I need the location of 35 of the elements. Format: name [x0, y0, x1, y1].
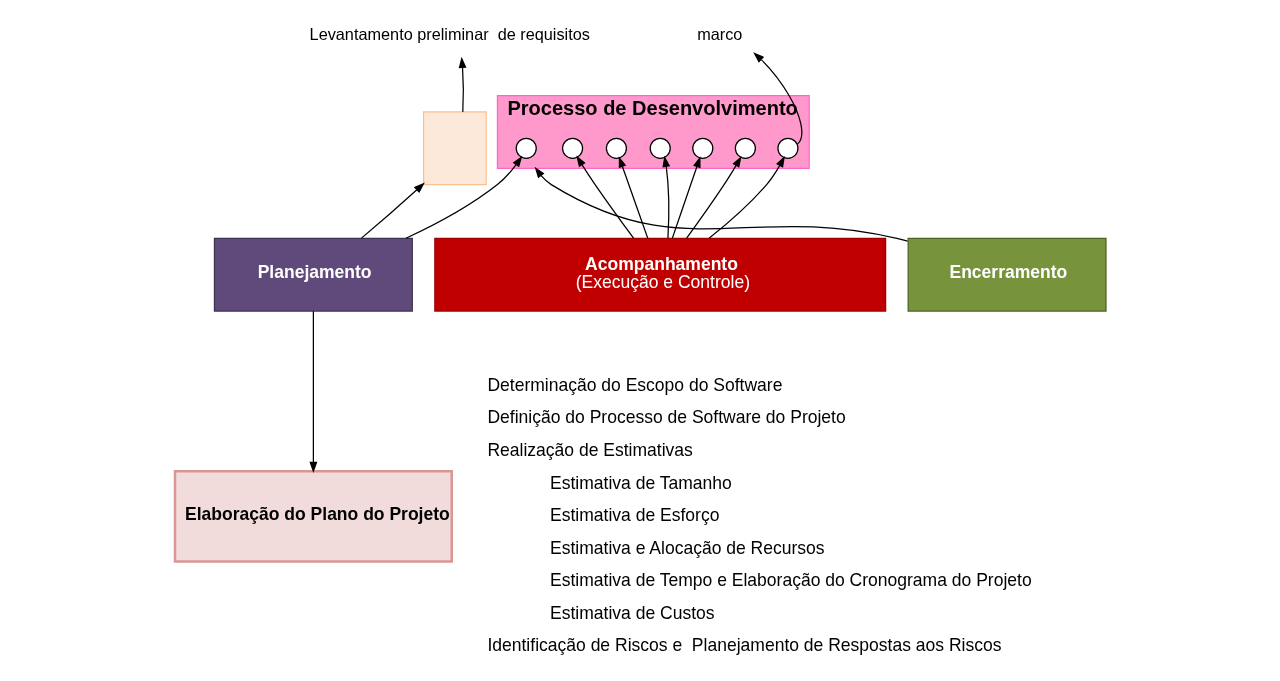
node-circle [776, 137, 799, 159]
node-text: marco [696, 24, 742, 43]
arrow [685, 156, 742, 239]
node-box: Encerramento [907, 237, 1107, 312]
label: Estimativa e Alocação de Recursos [549, 537, 825, 558]
node-circle [561, 137, 583, 159]
node-box [422, 111, 487, 186]
label: Determinação do Escopo do Software [486, 374, 782, 395]
arrow [618, 156, 648, 240]
node-circle [649, 137, 671, 159]
node-box: Elaboração do Plano do Projeto [173, 470, 453, 563]
node-text: Levantamento preliminar de requisitos [309, 24, 590, 43]
arrow [308, 310, 317, 474]
arrow [752, 52, 802, 145]
arrow [708, 155, 785, 239]
label: Estimativa de Tamanho [549, 472, 732, 493]
label: Estimativa de Esforço [549, 505, 719, 526]
label: Realização de Estimativas [486, 439, 693, 460]
label: Definição do Processo de Software do Projeto [486, 407, 846, 428]
arrow [575, 155, 634, 239]
node-box: Acompanhamento (Execução e Controle) [433, 237, 886, 312]
arrow [404, 155, 522, 239]
arrow [534, 166, 908, 242]
node-box: Planejamento [213, 237, 413, 312]
arrow [458, 56, 466, 113]
node-circle [734, 137, 756, 159]
node-circle [605, 137, 627, 159]
label: Estimativa de Custos [549, 602, 715, 623]
arrow [671, 156, 701, 240]
arrow [360, 182, 425, 239]
node-circle [515, 137, 537, 159]
node-circle [691, 137, 713, 159]
label: Identificação de Riscos e Planejamento de Respostas aos Riscos [486, 635, 1001, 656]
arrow [661, 155, 670, 239]
label: Estimativa de Tempo e Elaboração do Cronograma do Projeto [549, 570, 1032, 591]
